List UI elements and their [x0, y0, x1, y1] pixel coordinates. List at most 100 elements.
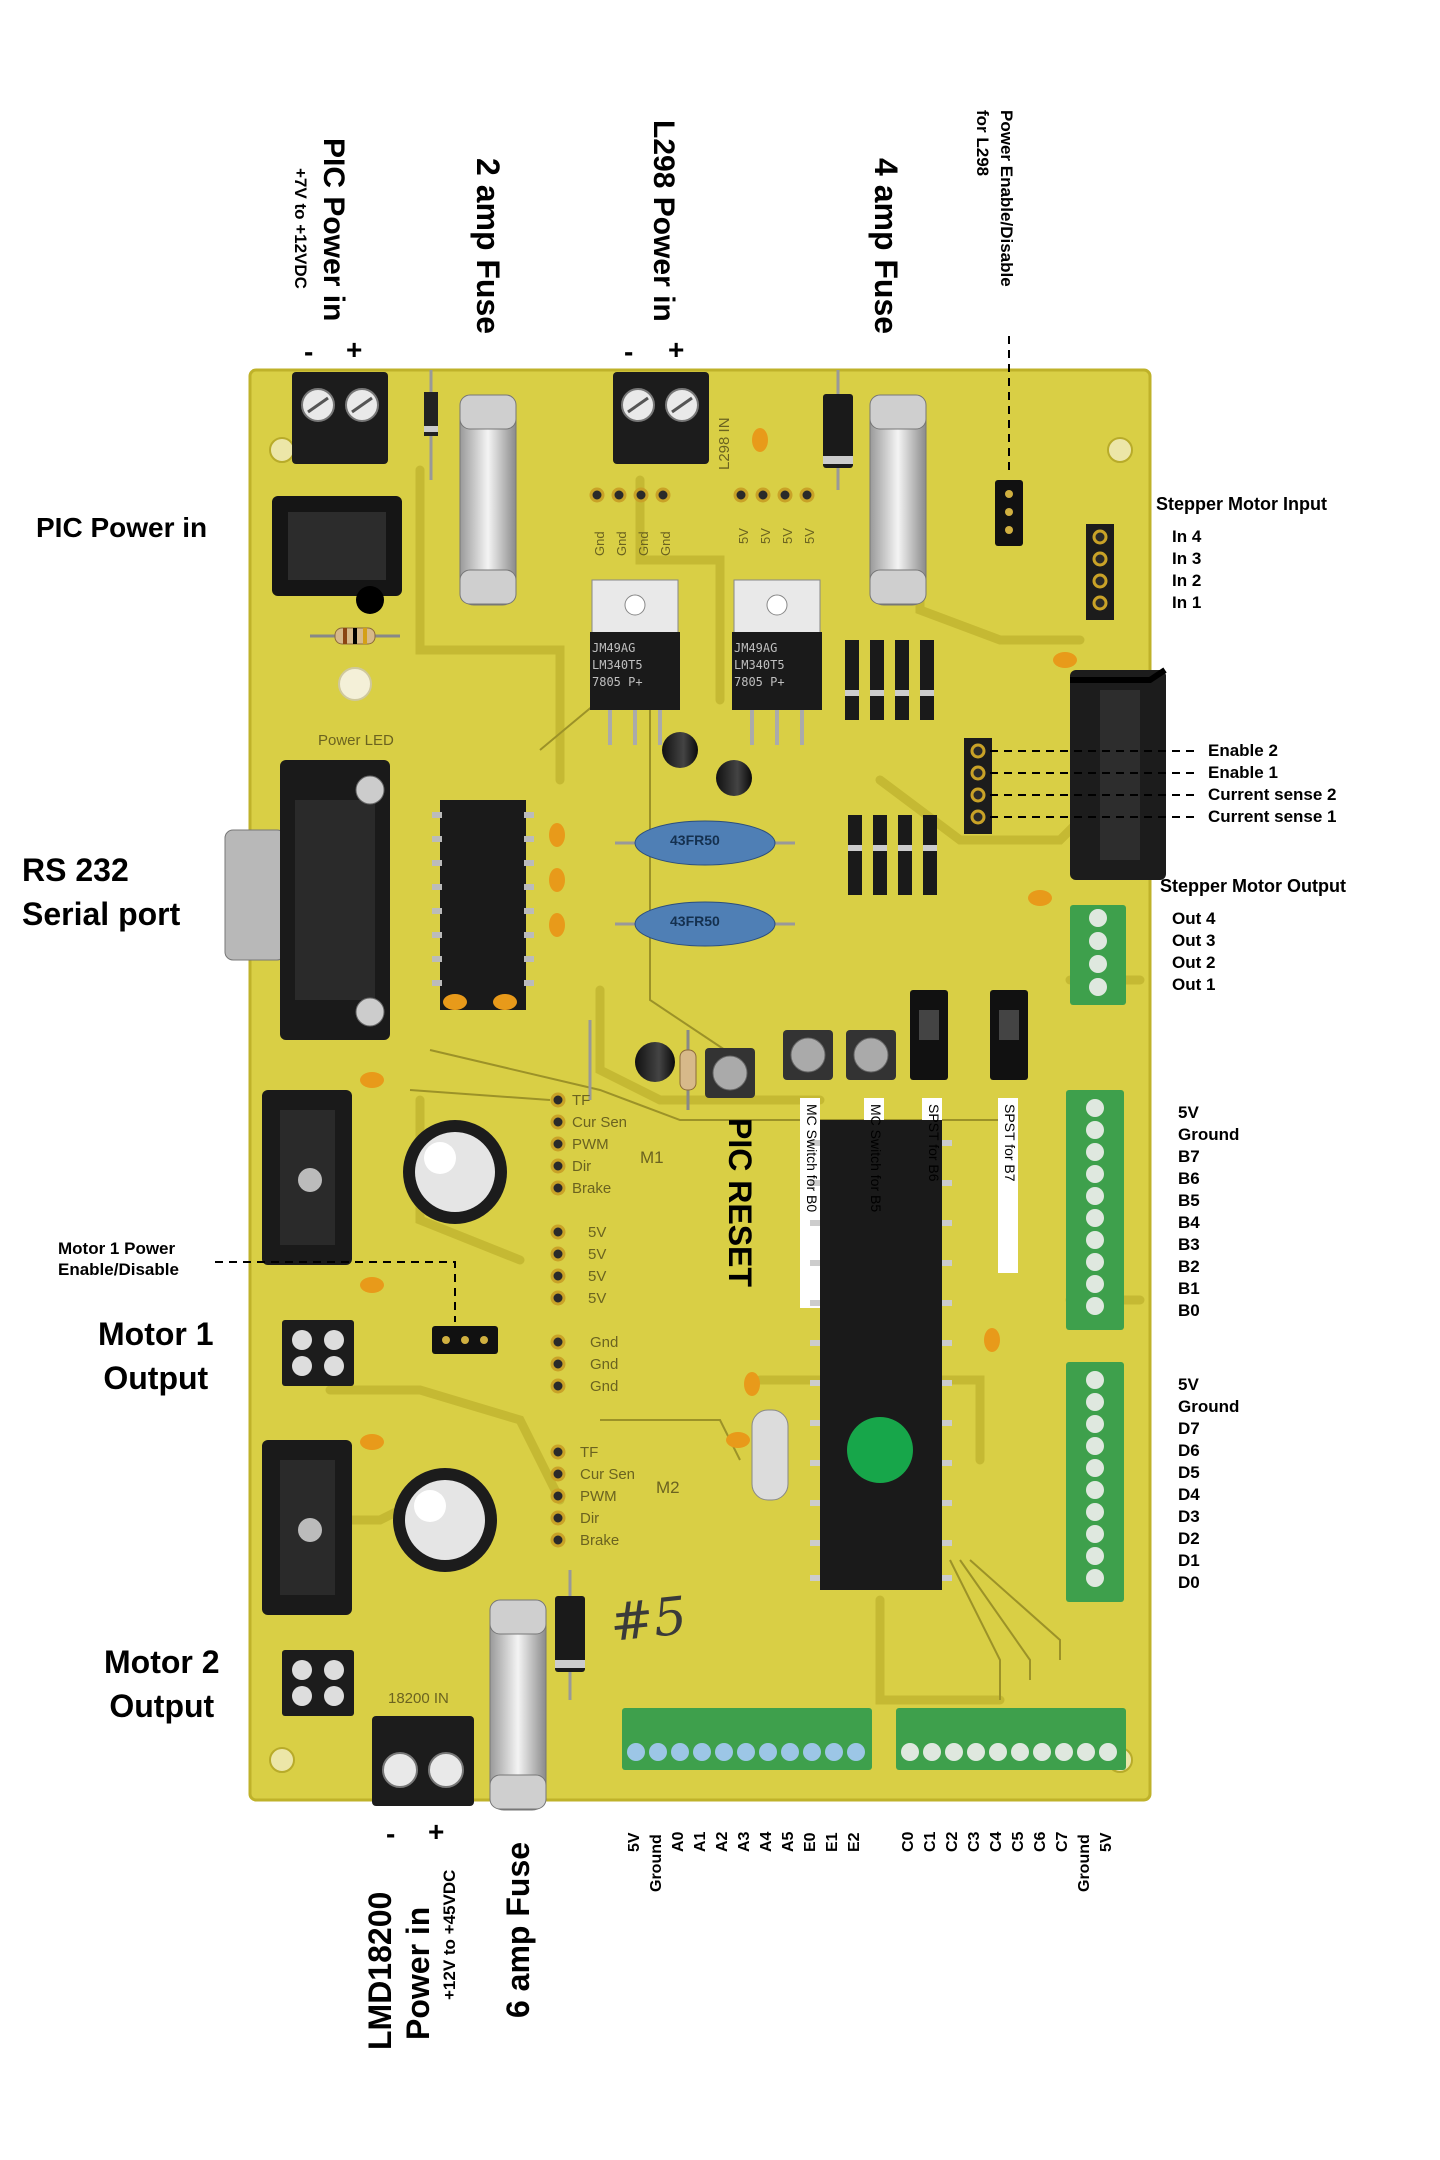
- port-d-d2: D2: [1178, 1529, 1200, 1548]
- pic-power-side-label: PIC Power in: [36, 512, 208, 543]
- fuse-6-amp: [489, 1599, 547, 1811]
- resistor-top-left: [310, 627, 400, 645]
- mc-switch-b5-label: MC Switch for B5: [868, 1104, 884, 1213]
- mc-switch-b0-label: MC Switch for B0: [804, 1104, 820, 1213]
- v5-col-4: 5V: [588, 1290, 607, 1307]
- stepper-signal-list: Enable 2 Enable 1 Current sense 2 Curren…: [1208, 740, 1337, 828]
- lmd-power-range: +12V to +45VDC: [440, 1869, 459, 2000]
- m1-cur-sen: Cur Sen: [572, 1114, 628, 1131]
- m1-tag: M1: [640, 1148, 664, 1167]
- v5-silk-4: 5V: [802, 528, 817, 544]
- film-capacitors: [615, 820, 795, 947]
- port-c-c6: C6: [1032, 1831, 1049, 1852]
- lmd-polarity-plus: +: [428, 1816, 445, 1847]
- stepper-input-list: In 4 In 3 In 2 In 1: [1172, 526, 1201, 614]
- rs232-line1: RS 232: [22, 852, 129, 888]
- reg1-line2: LM340T5: [592, 658, 643, 672]
- pic-power-polarity-plus: +: [346, 334, 363, 365]
- m1-pin-header: [550, 1092, 566, 1196]
- port-a-a0: A0: [670, 1831, 687, 1852]
- stepper-signal-header: [964, 738, 992, 834]
- port-e-e2: E2: [846, 1832, 863, 1852]
- motor2-output-line2: Output: [109, 1688, 215, 1724]
- port-d-terminal: [1066, 1362, 1124, 1602]
- m2-tag: M2: [656, 1478, 680, 1497]
- pic-power-range: +7V to +12VDC: [291, 168, 310, 289]
- l298-polarity-minus: -: [624, 336, 634, 367]
- gnd-col-1: Gnd: [590, 1334, 619, 1351]
- stepper-output-1: Out 1: [1172, 975, 1216, 994]
- small-capacitors: [360, 428, 1077, 1450]
- port-d-d3: D3: [1178, 1507, 1200, 1526]
- fuse-2-amp-label: 2 amp Fuse: [470, 158, 506, 335]
- l298-power-terminal: [613, 372, 709, 464]
- enable-1-label: Enable 1: [1208, 763, 1278, 782]
- reg2-line3: 7805 P+: [734, 675, 785, 689]
- port-b-ground: Ground: [1178, 1125, 1240, 1144]
- fuse-4-amp-label: 4 amp Fuse: [868, 158, 904, 335]
- motor2-output-line1: Motor 2: [104, 1644, 220, 1680]
- v5-col-3: 5V: [588, 1268, 607, 1285]
- stepper-output-3: Out 3: [1172, 931, 1216, 950]
- stepper-output-4: Out 4: [1172, 909, 1216, 928]
- fuse-6-amp-label: 6 amp Fuse: [500, 1841, 536, 2018]
- electrolytic-caps-small: [635, 732, 752, 1082]
- lmd-power-line1: LMD18200: [362, 1891, 398, 2050]
- dc-barrel-jack: [272, 496, 402, 614]
- stepper-input-1: In 1: [1172, 593, 1202, 612]
- stepper-input-3: In 3: [1172, 549, 1202, 568]
- port-e-e1: E1: [824, 1832, 841, 1852]
- reg2-line2: LM340T5: [734, 658, 785, 672]
- stepper-output-terminal: [1070, 905, 1126, 1005]
- port-a-a2: A2: [714, 1831, 731, 1852]
- gnd-silk-4: Gnd: [658, 531, 673, 556]
- lmd-power-line2: Power in: [400, 1906, 436, 2040]
- motor1-output-line1: Motor 1: [98, 1316, 214, 1352]
- port-b-b3: B3: [1178, 1235, 1200, 1254]
- gnd-pin-header: [589, 487, 671, 503]
- motor1-enable-leader: [215, 1261, 456, 1322]
- port-d-d0: D0: [1178, 1573, 1200, 1592]
- port-c-c7: C7: [1054, 1831, 1071, 1852]
- port-b-b6: B6: [1178, 1169, 1200, 1188]
- v5-col-2: 5V: [588, 1246, 607, 1263]
- enable-2-label: Enable 2: [1208, 741, 1278, 760]
- v5-pin-column: [550, 1224, 566, 1306]
- port-b-b7: B7: [1178, 1147, 1200, 1166]
- port-c-c0: C0: [900, 1831, 917, 1852]
- port-c-c3: C3: [966, 1831, 983, 1852]
- motor1-output-label: Motor 1 Output: [98, 1312, 214, 1400]
- l298-enable-label: Power Enable/Disable for L298: [973, 110, 1016, 287]
- regulator-2-marking: JM49AG LM340T5 7805 P+: [734, 640, 824, 691]
- film-capacitor-2-marking: 43FR50: [670, 913, 720, 929]
- port-b-5v: 5V: [1178, 1103, 1199, 1122]
- lmd18200-driver-2: [262, 1440, 352, 1615]
- stepper-output-title: Stepper Motor Output: [1160, 876, 1346, 896]
- port-b-b1: B1: [1178, 1279, 1200, 1298]
- l298-in-silk: L298 IN: [716, 417, 733, 470]
- port-c-c2: C2: [944, 1831, 961, 1852]
- port-d-d4: D4: [1178, 1485, 1200, 1504]
- v5-silk-1: 5V: [736, 528, 751, 544]
- port-c-c5: C5: [1010, 1831, 1027, 1852]
- port-a-a1: A1: [692, 1831, 709, 1852]
- motor1-enable-jumper: [432, 1326, 498, 1354]
- voltage-regulator-1: [590, 579, 680, 745]
- stepper-input-header: [1086, 524, 1114, 620]
- stepper-signal-leaders: [990, 750, 1200, 818]
- v5-pin-header: [733, 487, 815, 503]
- port-b-b5: B5: [1178, 1191, 1200, 1210]
- diode-top-right: [823, 370, 853, 490]
- gnd-col-3: Gnd: [590, 1378, 619, 1395]
- port-d-5v: 5V: [1178, 1375, 1199, 1394]
- l298-power-label: L298 Power in: [647, 120, 680, 322]
- motor2-output-label: Motor 2 Output: [104, 1640, 220, 1728]
- spst-b6-label: SPST for B6: [926, 1104, 942, 1182]
- lmd-polarity-minus: -: [386, 1818, 396, 1849]
- voltage-regulator-2: [732, 579, 822, 745]
- l298-polarity-plus: +: [668, 334, 685, 365]
- port-a-a3: A3: [736, 1831, 753, 1852]
- crystal-oscillator: [751, 1409, 789, 1501]
- port-d-d5: D5: [1178, 1463, 1200, 1482]
